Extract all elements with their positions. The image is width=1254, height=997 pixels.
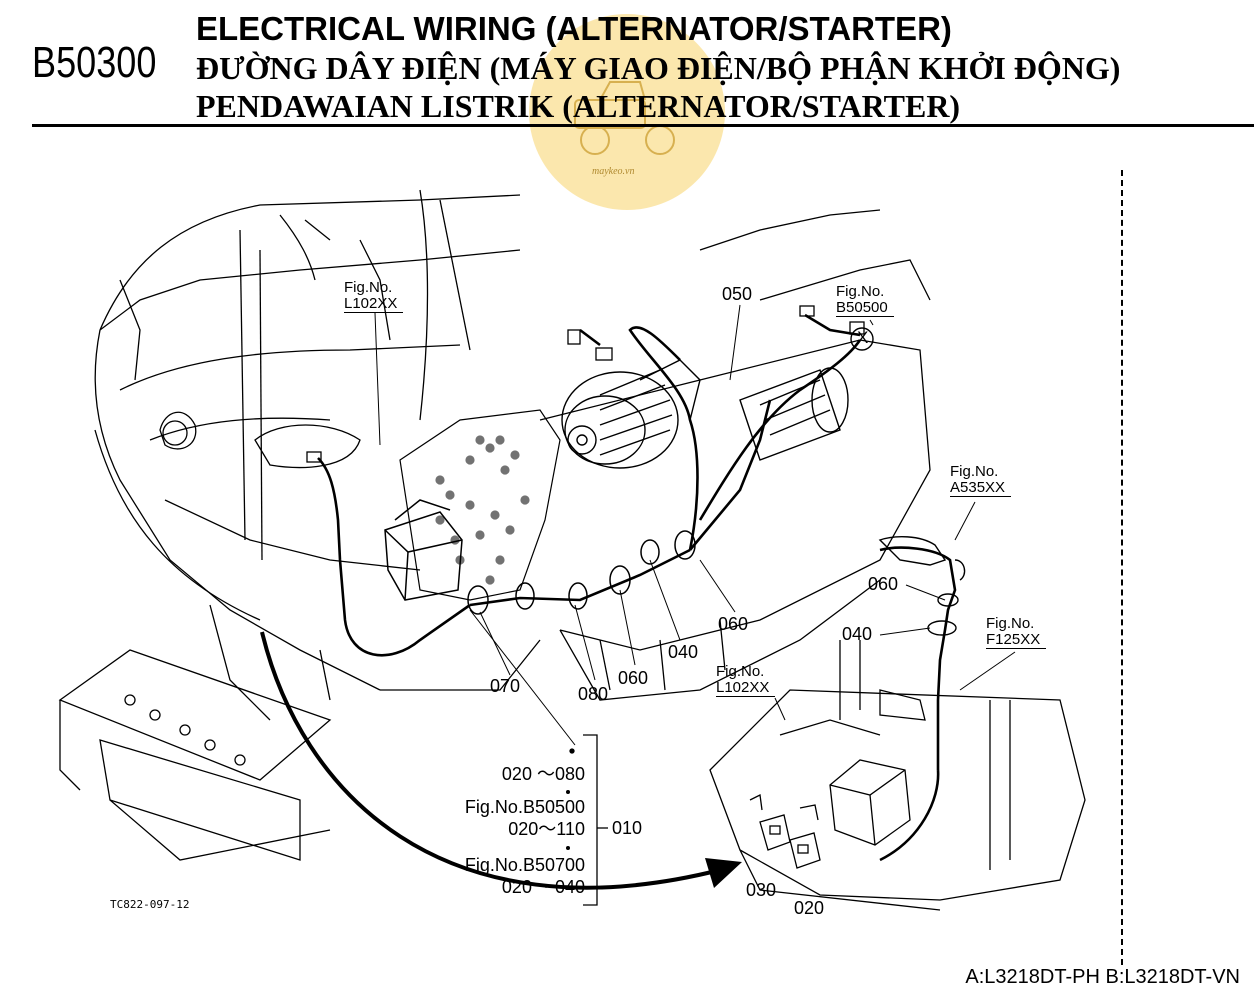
fig-ref-code: B50500 [836,300,894,317]
drawing-code: TC822-097-12 [110,898,190,911]
bracket-dot [566,790,570,794]
fig-ref-l102-bottom[interactable]: Fig.No. L102XX [716,663,776,697]
clamps [467,530,696,615]
tractor-front [94,189,541,721]
title-indonesian: PENDAWAIAN LISTRIK (ALTERNATOR/STARTER) [196,88,961,124]
parts-bracket [569,734,608,906]
bracket-line-2: Fig.No.B50500 [464,797,585,817]
fig-ref-code: L102XX [716,680,776,697]
fig-ref-l102-top[interactable]: Fig.No. L102XX [344,279,404,313]
title-english: ELECTRICAL WIRING (ALTERNATOR/STARTER) [196,10,952,47]
part-060-right[interactable]: 060 [718,614,749,634]
fig-ref-b50500[interactable]: Fig.No. B50500 [836,284,894,317]
leader-lines [374,304,874,746]
fig-ref-label: Fig.No. [344,279,393,296]
fig-ref-f125[interactable]: Fig.No. F125XX [986,615,1047,649]
x-callout [850,327,874,351]
divider-dashed [1121,170,1123,965]
part-080[interactable]: 080 [578,684,609,704]
title-vietnamese: ĐƯỜNG DÂY ĐIỆN (MÁY GIAO ĐIỆN/BỘ PHẬN KH… [196,50,1121,86]
fig-ref-label: Fig.No. [950,463,999,480]
inset-leaders [774,501,1016,721]
fig-ref-label: Fig.No. [836,283,885,300]
part-030[interactable]: 030 [746,880,777,900]
fig-ref-code: A535XX [950,480,1012,497]
bracket-line-3: 020～110 [508,819,585,839]
x-callout-label: X [857,328,869,347]
part-040-mid[interactable]: 040 [668,642,699,662]
alternator [561,359,701,469]
radiator-screen [399,409,561,601]
part-010[interactable]: 010 [612,818,643,838]
connectors [306,305,865,463]
header-rule [32,124,1254,127]
battery-main [384,499,463,601]
watermark-text: maykeo.vn [592,166,635,177]
fig-ref-a535[interactable]: Fig.No. A535XX [950,463,1012,497]
fig-ref-label: Fig.No. [986,615,1035,632]
part-020[interactable]: 020 [794,898,825,918]
inset-clamps [878,536,966,636]
step-platform [58,649,332,861]
part-070[interactable]: 070 [490,676,521,696]
fig-ref-code: L102XX [344,296,404,313]
inset-arrow [260,631,742,890]
bracket-dot [566,846,570,850]
fig-ref-label: Fig.No. [716,663,765,680]
part-060-mid[interactable]: 060 [618,668,649,688]
part-050[interactable]: 050 [722,284,753,304]
model-footer: A:L3218DT-PH B:L3218DT-VN [965,966,1240,988]
bracket-line-1: 020 ～080 [501,764,585,784]
wiring-harness [317,313,862,657]
bracket-line-5: 020 ・040 [501,877,585,897]
inset-detail [709,640,1086,911]
figure-code: B50300 [32,38,157,87]
bracket-line-4: Fig.No.B50700 [464,855,585,875]
part-060-inset[interactable]: 060 [868,574,899,594]
fig-ref-code: F125XX [986,632,1047,649]
part-040-inset[interactable]: 040 [842,624,873,644]
